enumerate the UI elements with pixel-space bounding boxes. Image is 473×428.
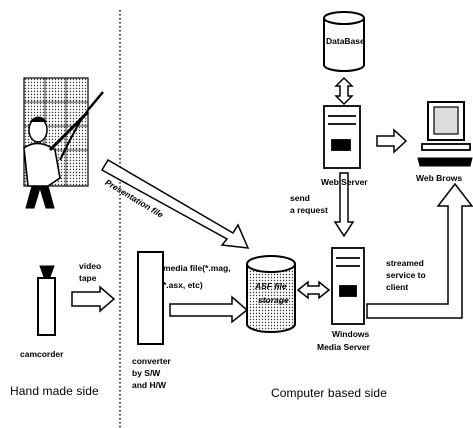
media-file-arrow bbox=[169, 295, 249, 324]
storage-wms-arrow bbox=[296, 280, 331, 300]
converter-line1: converter bbox=[132, 356, 171, 366]
video-tape-arrow bbox=[71, 285, 116, 313]
streamed-line3: client bbox=[386, 282, 409, 292]
web-browser-icon bbox=[417, 101, 473, 167]
send-request-line1: send bbox=[290, 193, 310, 203]
web-server-icon bbox=[323, 105, 361, 169]
streamed-line1: streamed bbox=[386, 258, 424, 268]
wms-line1: Windows bbox=[332, 329, 370, 339]
converter-line2: by S/W bbox=[132, 368, 161, 378]
media-file-line2: *.asx, etc) bbox=[163, 280, 203, 290]
web-server-label: Web Server bbox=[321, 177, 368, 187]
camcorder-label: camcorder bbox=[20, 349, 64, 359]
video-tape-line1: video bbox=[79, 261, 102, 271]
webserver-to-browser-arrow bbox=[376, 128, 408, 154]
windows-media-server-icon bbox=[331, 247, 365, 325]
hand-made-side-label: Hand made side bbox=[10, 384, 99, 398]
database-label: DataBase bbox=[326, 36, 365, 46]
presentation-file-arrow bbox=[100, 158, 250, 249]
presenter-illustration bbox=[23, 77, 104, 209]
video-tape-line2: tape bbox=[79, 273, 97, 283]
db-webserver-arrow bbox=[334, 76, 354, 106]
request-arrow bbox=[333, 172, 355, 238]
converter-box bbox=[137, 251, 164, 345]
media-file-line1: media file(*.mag, bbox=[163, 263, 231, 273]
converter-line3: and H/W bbox=[132, 380, 166, 390]
wms-line2: Media Server bbox=[317, 342, 370, 352]
asf-storage-line2: storage bbox=[258, 295, 289, 305]
asf-storage-line1: ASF file bbox=[255, 281, 287, 291]
web-browser-label: Web Brows bbox=[416, 173, 463, 183]
camcorder-icon bbox=[37, 265, 56, 336]
computer-based-side-label: Computer based side bbox=[271, 386, 387, 400]
database-cylinder bbox=[323, 11, 365, 72]
streamed-service-arrow bbox=[366, 182, 473, 319]
send-request-line2: a request bbox=[290, 205, 328, 215]
streamed-line2: service to bbox=[386, 270, 426, 280]
asf-storage-cylinder bbox=[246, 255, 296, 333]
